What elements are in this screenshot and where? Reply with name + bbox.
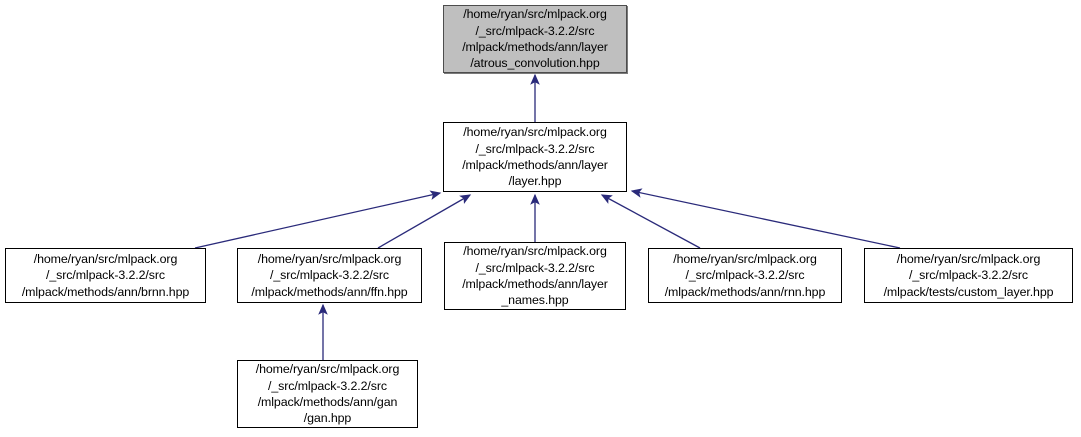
graph-node-label: /home/ryan/src/mlpack.org /_src/mlpack-3… xyxy=(462,7,608,71)
graph-edge-brnn-to-layer xyxy=(194,190,442,249)
graph-node-atrous_convolution[interactable]: /home/ryan/src/mlpack.org /_src/mlpack-3… xyxy=(443,5,627,73)
graph-node-label: /home/ryan/src/mlpack.org /_src/mlpack-3… xyxy=(883,251,1054,299)
graph-node-label: /home/ryan/src/mlpack.org /_src/mlpack-3… xyxy=(462,244,608,308)
graph-edge-rnn-to-layer xyxy=(600,194,701,249)
graph-node-label: /home/ryan/src/mlpack.org /_src/mlpack-3… xyxy=(664,251,826,299)
graph-edge-custom_layer-to-layer xyxy=(630,188,901,249)
graph-node-brnn[interactable]: /home/ryan/src/mlpack.org /_src/mlpack-3… xyxy=(5,248,206,303)
graph-node-label: /home/ryan/src/mlpack.org /_src/mlpack-3… xyxy=(462,125,608,189)
graph-node-layer[interactable]: /home/ryan/src/mlpack.org /_src/mlpack-3… xyxy=(443,122,627,192)
graph-node-rnn[interactable]: /home/ryan/src/mlpack.org /_src/mlpack-3… xyxy=(648,248,842,303)
graph-node-layer_names[interactable]: /home/ryan/src/mlpack.org /_src/mlpack-3… xyxy=(444,242,626,310)
graph-node-label: /home/ryan/src/mlpack.org /_src/mlpack-3… xyxy=(251,251,408,299)
graph-node-label: /home/ryan/src/mlpack.org /_src/mlpack-3… xyxy=(21,251,190,299)
graph-node-custom_layer[interactable]: /home/ryan/src/mlpack.org /_src/mlpack-3… xyxy=(864,248,1073,303)
graph-node-gan[interactable]: /home/ryan/src/mlpack.org /_src/mlpack-3… xyxy=(237,360,418,428)
graph-node-label: /home/ryan/src/mlpack.org /_src/mlpack-3… xyxy=(255,362,400,426)
graph-edge-ffn-to-layer xyxy=(377,194,472,249)
graph-node-ffn[interactable]: /home/ryan/src/mlpack.org /_src/mlpack-3… xyxy=(237,248,422,303)
